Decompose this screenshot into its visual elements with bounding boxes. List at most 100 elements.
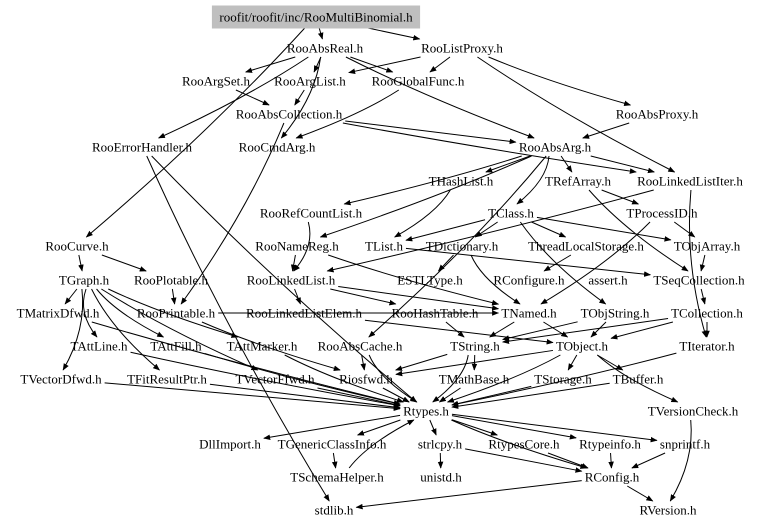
node-tobjarray-h[interactable]: TObjArray.h xyxy=(674,239,741,254)
edge-tgraph-h-to-tattmarker-h xyxy=(108,288,239,338)
node-label: TVersionCheck.h xyxy=(648,404,739,419)
edge-tdictionary-h-to-tnamed-h xyxy=(470,254,521,305)
node-threadlocalstorage-h[interactable]: ThreadLocalStorage.h xyxy=(528,239,644,254)
edge-rooabsarg-h-to-tclass-h xyxy=(516,155,550,205)
node-tnamed-h[interactable]: TNamed.h xyxy=(501,306,557,321)
node-tprocessid-h[interactable]: TProcessID.h xyxy=(626,206,698,221)
node-label: TBuffer.h xyxy=(613,372,664,387)
node-rooargset-h[interactable]: RooArgSet.h xyxy=(182,74,251,89)
node-riosfwd-h[interactable]: Riosfwd.h xyxy=(339,372,393,387)
node-roolinkedlistiter-h[interactable]: RooLinkedListIter.h xyxy=(637,174,743,189)
node-label: TVectorFfwd.h xyxy=(235,372,315,387)
node-rooarglist-h[interactable]: RooArgList.h xyxy=(274,74,346,89)
node-estltype-h[interactable]: ESTLType.h xyxy=(397,273,463,288)
edge-snprintf-h-to-rconfig-h xyxy=(631,452,666,469)
node-tobjstring-h[interactable]: TObjString.h xyxy=(581,306,650,321)
node-tseqcollection-h[interactable]: TSeqCollection.h xyxy=(653,273,745,288)
node-tvectordfwd-h[interactable]: TVectorDfwd.h xyxy=(20,372,102,387)
node-label: RtypesCore.h xyxy=(488,437,560,452)
node-roolistproxy-h[interactable]: RooListProxy.h xyxy=(421,41,503,56)
node-rooerrorhandler-h[interactable]: RooErrorHandler.h xyxy=(92,140,193,155)
node-rtypes-h[interactable]: Rtypes.h xyxy=(403,404,449,419)
edge-rooabscollection-h-to-rooprintable-h xyxy=(180,122,285,305)
node-tgenericclassinfo-h[interactable]: TGenericClassInfo.h xyxy=(278,437,387,452)
edge-rooarglist-h-to-rooabscollection-h xyxy=(294,89,305,106)
node-roolinkedlist-h[interactable]: RooLinkedList.h xyxy=(247,273,336,288)
node-trefarray-h[interactable]: TRefArray.h xyxy=(545,174,611,189)
node-roorefcountlist-h[interactable]: RooRefCountList.h xyxy=(260,206,363,221)
edge-rtypescore-h-to-rconfig-h xyxy=(547,452,589,469)
node-rooabscollection-h[interactable]: RooAbsCollection.h xyxy=(236,107,343,122)
edge-trefarray-h-to-tseqcollection-h xyxy=(588,189,689,272)
node-rooplotable-h[interactable]: RooPlotable.h xyxy=(134,273,209,288)
node-tattfill-h[interactable]: TAttFill.h xyxy=(150,339,202,354)
node-roolinkedlistelem-h[interactable]: RooLinkedListElem.h xyxy=(246,306,362,321)
node-tbuffer-h[interactable]: TBuffer.h xyxy=(613,372,664,387)
node-thashlist-h[interactable]: THashList.h xyxy=(429,174,494,189)
edge-tnamed-h-to-tstring-h xyxy=(489,321,515,338)
node-tclass-h[interactable]: TClass.h xyxy=(488,206,534,221)
node-label: TIterator.h xyxy=(679,339,735,354)
node-rversion-h[interactable]: RVersion.h xyxy=(639,503,697,518)
node-tgraph-h[interactable]: TGraph.h xyxy=(59,273,110,288)
node-roocmdarg-h[interactable]: RooCmdArg.h xyxy=(239,140,316,155)
node-snprintf-h[interactable]: snprintf.h xyxy=(660,437,711,452)
node-tlist-h[interactable]: TList.h xyxy=(365,239,403,254)
node-rooprintable-h[interactable]: RooPrintable.h xyxy=(137,306,216,321)
node-label: TList.h xyxy=(365,239,403,254)
node-titerator-h[interactable]: TIterator.h xyxy=(679,339,735,354)
edge-rtypeinfo-h-to-rconfig-h xyxy=(608,452,614,469)
node-assert-h[interactable]: assert.h xyxy=(588,273,628,288)
node-tobject-h[interactable]: TObject.h xyxy=(556,339,609,354)
node-tschemahelper-h[interactable]: TSchemaHelper.h xyxy=(290,470,384,485)
node-roocurve-h[interactable]: RooCurve.h xyxy=(45,239,109,254)
node-rooabscache-h[interactable]: RooAbsCache.h xyxy=(318,339,403,354)
edge-tcollection-h-to-tobject-h xyxy=(610,321,674,340)
node-rooabsreal-h[interactable]: RooAbsReal.h xyxy=(287,41,364,56)
node-rconfig-h[interactable]: RConfig.h xyxy=(585,470,640,485)
edge-tgraph-h-to-tattline-h xyxy=(83,288,98,338)
edge-rooabsarg-h-to-thashlist-h xyxy=(485,155,531,173)
edge-roolistproxy-h-to-roolinkedlistiter-h xyxy=(477,56,676,173)
edge-roolinkedlist-h-to-tnamed-h xyxy=(338,286,500,311)
edge-rooabsproxy-h-to-rooabsarg-h xyxy=(582,122,630,139)
node-dllimport-h[interactable]: DllImport.h xyxy=(199,437,261,452)
node-tmathbase-h[interactable]: TMathBase.h xyxy=(439,372,510,387)
edge-rooargset-h-to-rooabscollection-h xyxy=(235,89,270,106)
node-tfitresultptr-h[interactable]: TFitResultPtr.h xyxy=(127,372,207,387)
edge-rtypes-h-to-dllimport-h xyxy=(263,414,401,441)
node-rconfigure-h[interactable]: RConfigure.h xyxy=(493,273,565,288)
node-label: TObject.h xyxy=(556,339,609,354)
node-tattline-h[interactable]: TAttLine.h xyxy=(70,339,128,354)
node-label: TAttFill.h xyxy=(150,339,202,354)
edge-rooabscache-h-to-riosfwd-h xyxy=(360,354,366,371)
node-roofit-roofit-inc-roomultibinomial-h[interactable]: roofit/roofit/inc/RooMultiBinomial.h xyxy=(211,5,421,29)
node-roohashtable-h[interactable]: RooHashTable.h xyxy=(392,306,479,321)
edge-roorefcountlist-h-to-roolinkedlist-h xyxy=(293,221,311,272)
node-tattmarker-h[interactable]: TAttMarker.h xyxy=(227,339,298,354)
node-rtypeinfo-h[interactable]: Rtypeinfo.h xyxy=(579,437,641,452)
node-label: RooArgList.h xyxy=(274,74,346,89)
node-tdictionary-h[interactable]: TDictionary.h xyxy=(426,239,499,254)
node-label: Rtypes.h xyxy=(403,404,449,419)
edge-strlcpy-h-to-rconfig-h xyxy=(465,448,583,473)
node-strlcpy-h[interactable]: strlcpy.h xyxy=(418,437,463,452)
node-rooabsarg-h[interactable]: RooAbsArg.h xyxy=(519,140,592,155)
edge-rconfig-h-to-rversion-h xyxy=(627,485,654,502)
node-tversioncheck-h[interactable]: TVersionCheck.h xyxy=(648,404,739,419)
node-stdlib-h[interactable]: stdlib.h xyxy=(315,503,354,518)
node-unistd-h[interactable]: unistd.h xyxy=(420,470,462,485)
node-label: RooLinkedListElem.h xyxy=(246,306,362,321)
node-tstorage-h[interactable]: TStorage.h xyxy=(534,372,592,387)
node-rooglobalfunc-h[interactable]: RooGlobalFunc.h xyxy=(372,74,465,89)
node-rooabsproxy-h[interactable]: RooAbsProxy.h xyxy=(616,107,699,122)
node-label: RooAbsCache.h xyxy=(318,339,403,354)
node-rtypescore-h[interactable]: RtypesCore.h xyxy=(488,437,560,452)
node-tmatrixdfwd-h[interactable]: TMatrixDfwd.h xyxy=(17,306,100,321)
node-label: RConfig.h xyxy=(585,470,640,485)
node-tvectorffwd-h[interactable]: TVectorFfwd.h xyxy=(235,372,315,387)
node-tcollection-h[interactable]: TCollection.h xyxy=(671,306,743,321)
edge-rooabscollection-h-to-roolinkedlistiter-h xyxy=(342,122,637,174)
node-tstring-h[interactable]: TString.h xyxy=(450,339,500,354)
node-roonamereg-h[interactable]: RooNameReg.h xyxy=(255,239,339,254)
